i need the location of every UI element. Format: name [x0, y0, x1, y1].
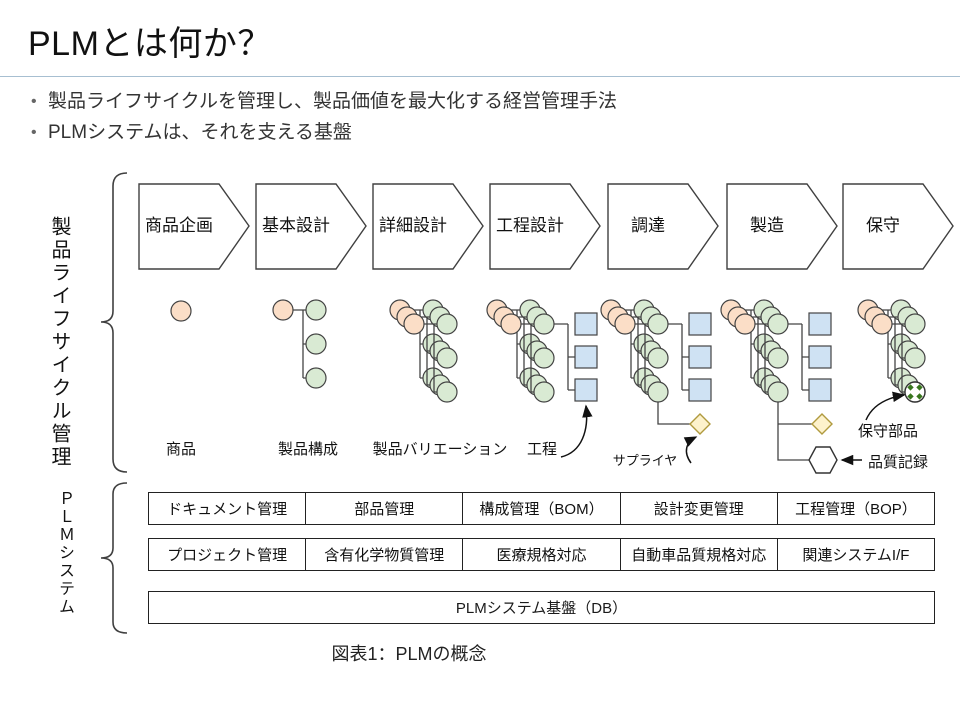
supplier-arrow	[683, 436, 698, 464]
phase-label-maintenance: 保守	[866, 216, 900, 235]
service-part-node	[904, 381, 926, 403]
phase-chevron-maintenance	[842, 183, 954, 270]
phase-label-planning: 商品企画	[145, 216, 213, 235]
phase-label-procurement: 調達	[631, 216, 665, 235]
page-title: PLMとは何か？	[28, 25, 272, 63]
lifecycle-brace	[100, 172, 128, 473]
module-cell: プロジェクト管理	[167, 547, 288, 564]
phase-chevron-procurement	[607, 183, 719, 270]
process-design-trees	[486, 299, 598, 403]
system-brace	[100, 482, 128, 634]
module-cell: 部品管理	[305, 493, 462, 524]
label-service-part: 保守部品	[857, 423, 919, 440]
product-variation-trees	[389, 299, 458, 403]
bullet-list: 製品ライフサイクルを管理し、製品価値を最大化する経営管理手法 PLMシステムは、…	[28, 86, 617, 148]
phase-chevron-basic-design	[255, 183, 367, 270]
module-cell: 関連システムI/F	[776, 539, 934, 570]
figure-caption: 図表1：PLMの概念	[331, 644, 487, 664]
supplier-diamond	[811, 413, 833, 435]
module-cell: 設計変更管理	[619, 493, 777, 524]
bullet-item: PLMシステムは、それを支える基盤	[28, 117, 617, 148]
phase-chevron-detail-design	[372, 183, 484, 270]
module-cell: 構成管理（BOM）	[462, 493, 619, 524]
phase-label-detail-design: 詳細設計	[379, 216, 447, 235]
product-structure-tree	[272, 299, 327, 389]
product-node	[170, 300, 192, 322]
phase-label-basic-design: 基本設計	[262, 216, 330, 235]
phase-chevron-process-design	[489, 183, 601, 270]
process-arrow	[560, 404, 593, 458]
label-structure: 製品構成	[277, 441, 339, 458]
module-cell: 医療規格対応	[462, 539, 619, 570]
module-row-1: ドキュメント管理 部品管理 構成管理（BOM） 設計変更管理 工程管理（BOP）	[148, 492, 935, 525]
maintenance-trees	[857, 299, 926, 403]
module-cell: ドキュメント管理	[167, 501, 288, 518]
phase-label-manufacturing: 製造	[750, 216, 784, 235]
quality-record-hexagon	[808, 446, 838, 474]
label-supplier: サプライヤ	[612, 453, 678, 468]
label-variation: 製品バリエーション	[372, 441, 508, 458]
title-divider	[0, 76, 960, 77]
label-process: 工程	[526, 441, 558, 458]
side-label-lifecycle: 製品ライフサイクル管理	[48, 216, 70, 469]
service-part-arrow	[865, 391, 906, 421]
side-label-system: ＰＬＭシステム	[56, 490, 73, 616]
platform-bar: PLMシステム基盤（DB）	[148, 591, 935, 624]
phase-chevron-manufacturing	[726, 183, 838, 270]
manufacturing-trees	[720, 299, 838, 474]
module-row-2: プロジェクト管理 含有化学物質管理 医療規格対応 自動車品質規格対応 関連システ…	[148, 538, 935, 571]
label-product: 商品	[165, 441, 197, 458]
module-cell: 含有化学物質管理	[305, 539, 462, 570]
module-cell: 自動車品質規格対応	[619, 539, 777, 570]
procurement-trees	[600, 299, 712, 435]
label-quality-record: 品質記録	[867, 454, 929, 471]
bullet-item: 製品ライフサイクルを管理し、製品価値を最大化する経営管理手法	[28, 86, 617, 117]
supplier-diamond	[689, 413, 711, 435]
module-cell: 工程管理（BOP）	[776, 493, 934, 524]
phase-chevron-planning	[138, 183, 250, 270]
phase-label-process-design: 工程設計	[496, 216, 564, 235]
